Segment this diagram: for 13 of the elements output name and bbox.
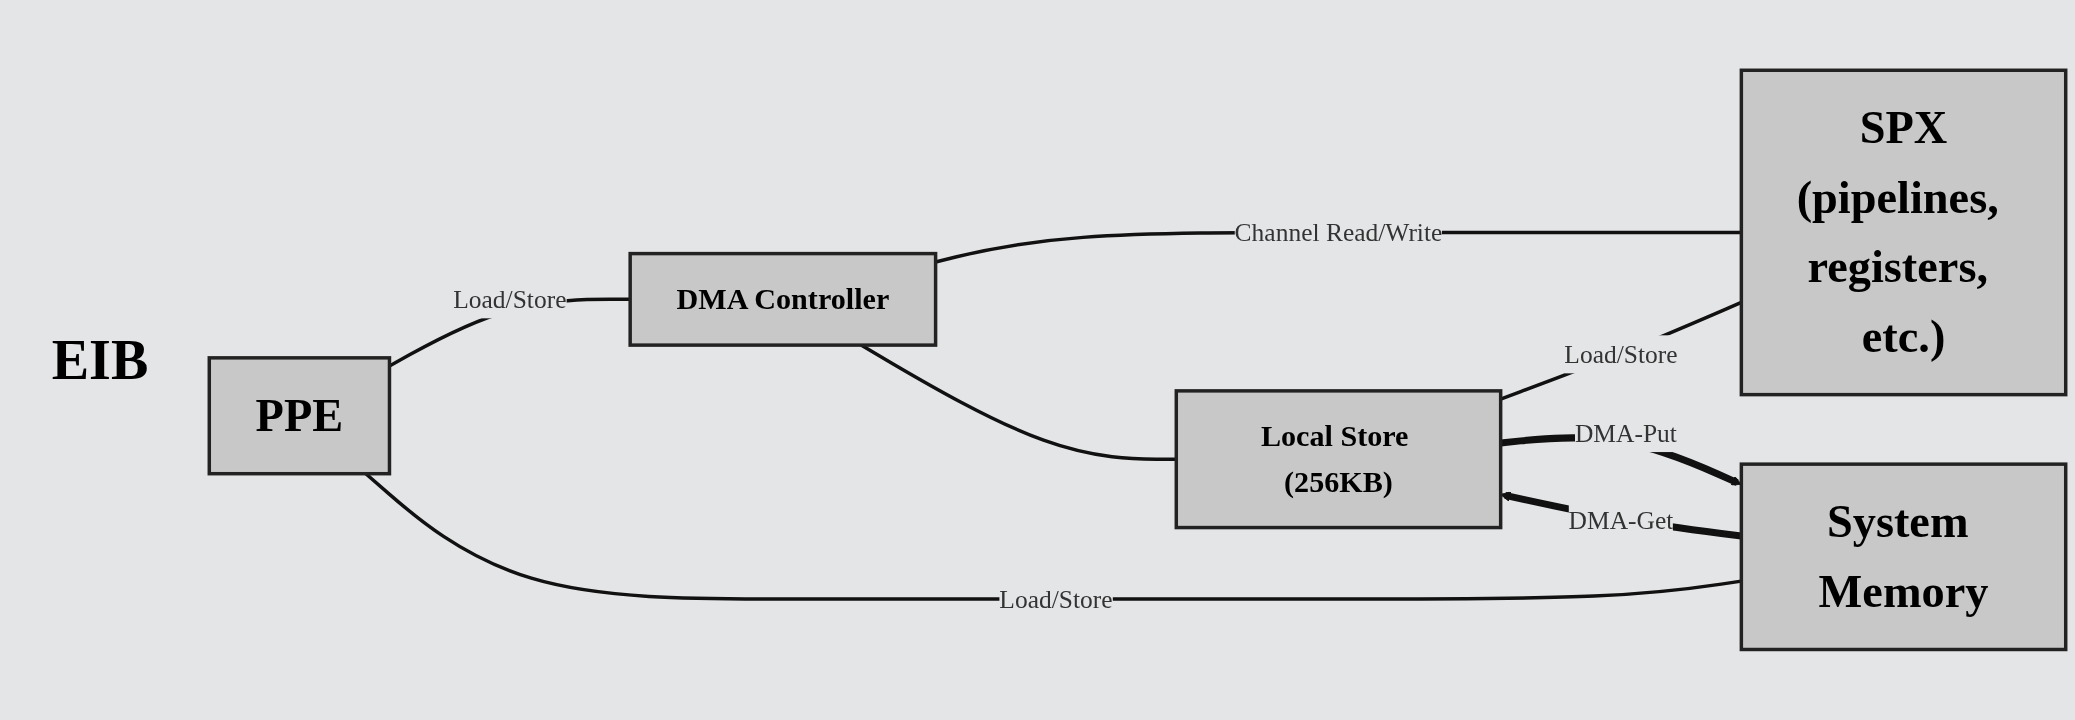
node-box: Local Store (256KB): [1174, 389, 1503, 530]
edge-label: DMA-Put: [1574, 418, 1677, 448]
edge-label: DMA-Get: [1568, 506, 1674, 536]
bus-label: EIB: [51, 328, 149, 392]
node-box: SPX (pipelines, registers, etc.): [1739, 68, 2068, 397]
node-box: System Memory: [1739, 462, 2068, 652]
edge-label: Channel Read/Write: [1234, 218, 1443, 248]
edge-label: Load/Store: [1564, 340, 1678, 369]
node-box: PPE: [207, 356, 392, 476]
node-box: DMA Controller: [628, 251, 938, 347]
arrow: [1500, 491, 1742, 540]
edge-label: Load/Store: [453, 284, 567, 314]
edge-label: Load/Store: [999, 584, 1113, 614]
